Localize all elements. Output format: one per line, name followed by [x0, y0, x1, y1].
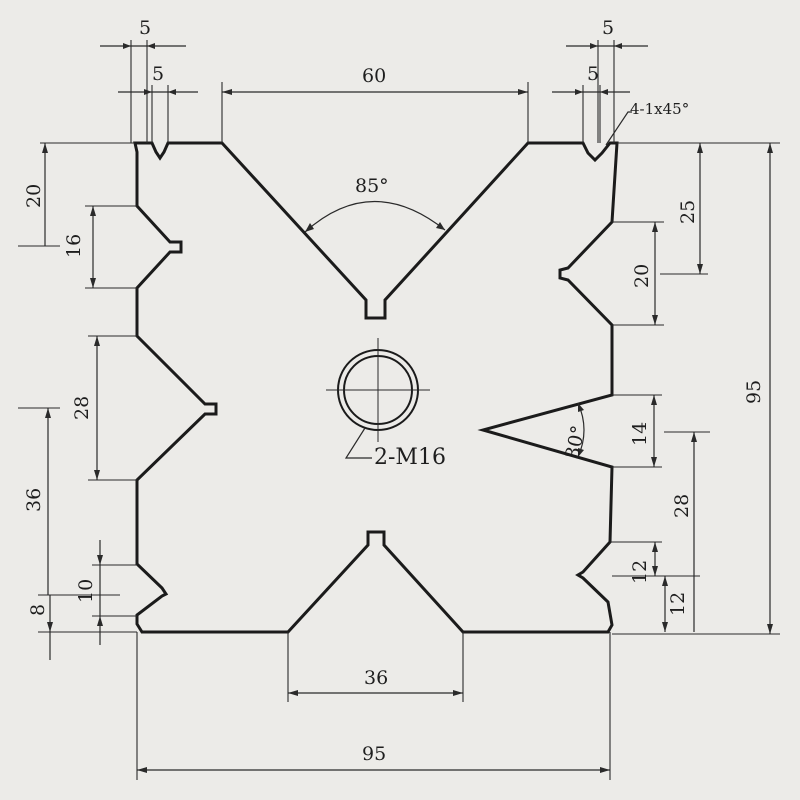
- angle-top: [304, 200, 446, 233]
- dim-label-top-right-inner: 5: [587, 63, 599, 85]
- angle-label-right: 30°: [561, 424, 590, 462]
- dim-left-36: [18, 407, 60, 595]
- dim-label-right-25: 25: [677, 200, 699, 224]
- dim-label-right-12b: 12: [667, 592, 689, 616]
- dim-left-8: [38, 594, 137, 660]
- chamfer-leader: [605, 111, 632, 146]
- dim-bottom-36: [287, 632, 464, 702]
- dim-left-16: [85, 205, 137, 289]
- dim-label-top-center: 60: [362, 65, 386, 87]
- dim-right-12: [610, 541, 700, 632]
- dim-label-left-10: 10: [75, 579, 97, 603]
- chamfer-callout: 4-1x45°: [630, 100, 689, 118]
- dim-right-28: [664, 431, 710, 632]
- dim-label-left-28: 28: [71, 396, 93, 420]
- dim-bottom-95: [136, 632, 611, 780]
- dim-top-center: [221, 82, 529, 143]
- dim-label-left-36: 36: [23, 488, 45, 512]
- dim-label-bottom-95: 95: [362, 743, 386, 765]
- dim-left-10: [92, 540, 137, 645]
- dim-label-left-20: 20: [23, 184, 45, 208]
- dim-label-right-20: 20: [631, 264, 653, 288]
- dim-label-right-28: 28: [671, 494, 693, 518]
- dim-label-right-95: 95: [743, 380, 765, 404]
- dim-label-top-left-outer: 5: [139, 17, 151, 39]
- dim-right-14: [612, 394, 662, 468]
- dim-label-left-8: 8: [27, 604, 49, 616]
- dim-right-25: [617, 142, 780, 275]
- dim-top-left: [100, 40, 198, 143]
- threaded-hole: [326, 338, 430, 459]
- dim-right-95: [612, 143, 780, 635]
- dim-label-top-left-inner: 5: [152, 63, 164, 85]
- dim-left-20: [18, 142, 135, 247]
- dim-right-20: [612, 221, 664, 326]
- part-outline: [133, 141, 619, 634]
- dim-left-28: [88, 335, 137, 481]
- dim-top-right: [552, 40, 648, 143]
- dim-label-left-16: 16: [63, 234, 85, 258]
- thread-callout: 2-M16: [374, 445, 446, 470]
- dim-label-top-right-outer: 5: [602, 17, 614, 39]
- dim-label-right-14: 14: [629, 422, 651, 446]
- dim-label-bottom-36: 36: [364, 667, 388, 689]
- angle-right: [577, 402, 585, 458]
- angle-label-top: 85°: [355, 175, 389, 197]
- dim-label-right-12a: 12: [629, 560, 651, 584]
